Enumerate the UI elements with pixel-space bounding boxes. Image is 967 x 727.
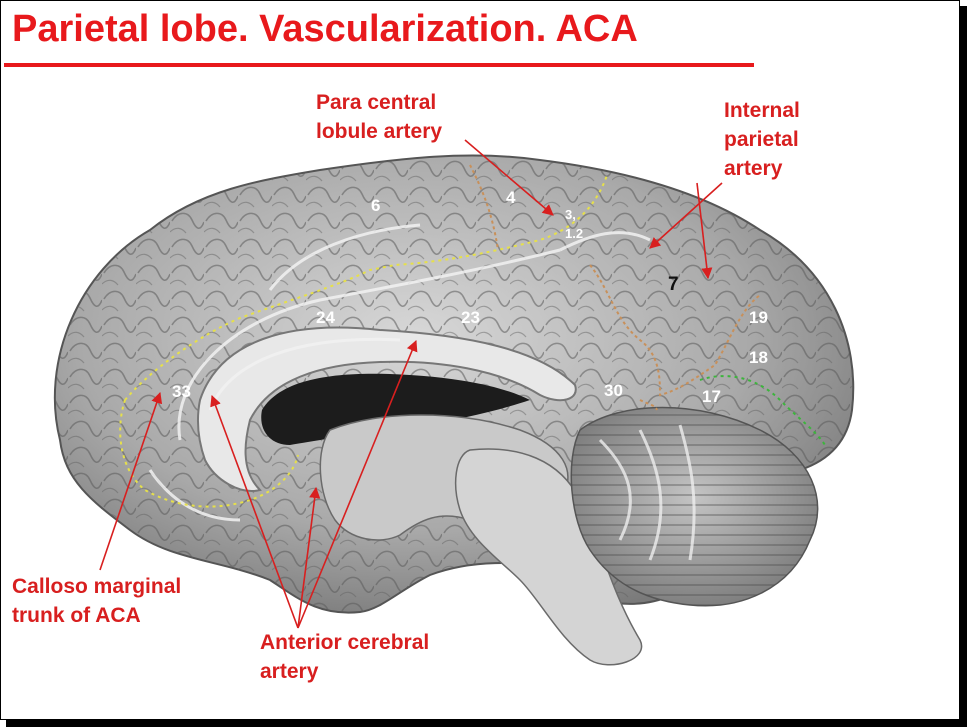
area-23-label: 23 [461,308,480,327]
title-underline [4,63,754,67]
internal-label-line-2: parietal [724,128,799,151]
area-3-label: 3, [565,207,576,222]
calcarine-border-green [699,375,826,446]
internal-label-line-3: artery [724,157,783,180]
area-33-label: 33 [172,382,191,401]
leader-lines [99,139,723,629]
corpus-callosum [196,326,577,492]
vessels [148,223,651,522]
paracentral-label-line-1: Para central [316,91,437,114]
area-4-label: 4 [506,188,516,207]
area-30-label: 30 [604,381,623,400]
area-7-label: 7 [668,274,679,295]
parieto-occipital-border-orange [589,264,761,397]
anterior-label-line-1: Anterior cerebral [260,631,430,654]
anterior-label-line-2: artery [260,660,319,683]
calloso-marginal-trunk-label: Calloso marginal trunk of ACA [12,572,181,630]
calloso-label-line-2: trunk of ACA [12,604,141,627]
paracentral-label-line-2: lobule artery [316,120,443,143]
cerebellum [570,406,819,607]
slide-shadow-right [960,6,967,727]
area4-border-orange [469,164,499,251]
cingulate-border-yellow [124,174,608,401]
slide-shadow-bottom [6,720,967,727]
area30-border-orange [639,399,658,411]
area-6-label: 6 [371,196,381,215]
lateral-ventricle [261,373,530,445]
calloso-label-line-1: Calloso marginal [12,575,182,598]
slide-title: Parietal lobe. Vascularization. ACA [12,8,638,50]
internal-parietal-artery-label: Internal parietal artery [724,96,800,183]
area-18-label: 18 [749,348,768,367]
anterior-cerebral-artery-label: Anterior cerebral artery [260,628,429,686]
paracentral-artery-label: Para central lobule artery [316,88,442,146]
area-24-label: 24 [316,308,335,327]
area-1-2-label: 1.2 [565,226,584,241]
internal-label-line-1: Internal [724,99,800,122]
area-17-label: 17 [702,387,721,406]
area-19-label: 19 [749,308,768,327]
